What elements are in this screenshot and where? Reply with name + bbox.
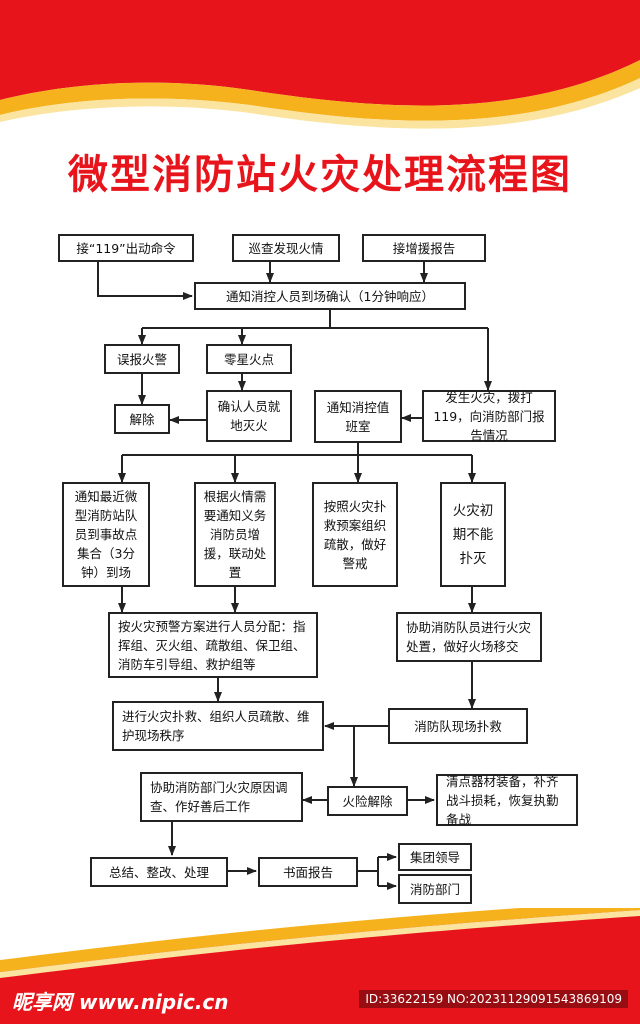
node-confirm-extinguish: 确认人员就地灭火 [206,390,292,442]
node-written-report: 书面报告 [258,857,358,887]
node-patrol-discover-fire: 巡查发现火情 [232,234,340,262]
node-fight-fire-evacuate: 进行火灾扑救、组织人员疏散、维护现场秩序 [112,701,324,751]
node-false-alarm: 误报火警 [104,344,180,374]
node-receive-119-order: 接“119”出动命令 [58,234,194,262]
node-assign-personnel: 按火灾预警方案进行人员分配：指挥组、灭火组、疏散组、保卫组、消防车引导组、救护组… [108,612,318,678]
top-banner-decoration [0,0,640,129]
node-notify-duty-room: 通知消控值班室 [314,390,402,443]
node-dismiss: 解除 [114,404,170,434]
node-summary-rectify: 总结、整改、处理 [90,857,228,887]
node-group-leadership: 集团领导 [398,843,472,871]
page-title: 微型消防站火灾处理流程图 [68,152,572,198]
watermark-site-logo: 昵享网 www.nipic.cn [12,990,229,1014]
node-receive-reinforcement-report: 接增援报告 [362,234,486,262]
node-assist-handover: 协助消防队员进行火灾处置，做好火场移交 [396,612,542,662]
node-fire-department: 消防部门 [398,874,472,904]
node-assist-investigation: 协助消防部门火灾原因调查、作好善后工作 [140,772,303,822]
watermark-image-id: ID:33622159 NO:20231129091543869109 [359,990,628,1008]
node-brigade-rescue: 消防队现场扑救 [388,708,528,744]
node-call-119-report: 发生火灾，拨打119，向消防部门报告情况 [422,390,556,443]
node-organize-evacuation: 按照火灾扑救预案组织疏散，做好警戒 [312,482,398,587]
node-notify-volunteers: 根据火情需要通知义务消防员增援，联动处置 [194,482,276,587]
node-danger-lifted: 火险解除 [327,786,408,816]
node-gather-nearest-team: 通知最近微型消防站队员到事故点集合（3分钟）到场 [62,482,150,587]
node-cannot-extinguish: 火灾初期不能扑灭 [440,482,506,587]
node-notify-control-staff: 通知消控人员到场确认（1分钟响应） [194,282,466,310]
node-restock-equipment: 清点器材装备，补齐战斗损耗，恢复执勤备战 [436,774,578,827]
bottom-banner-decoration [0,908,640,1024]
node-minor-fire-point: 零星火点 [206,344,292,374]
